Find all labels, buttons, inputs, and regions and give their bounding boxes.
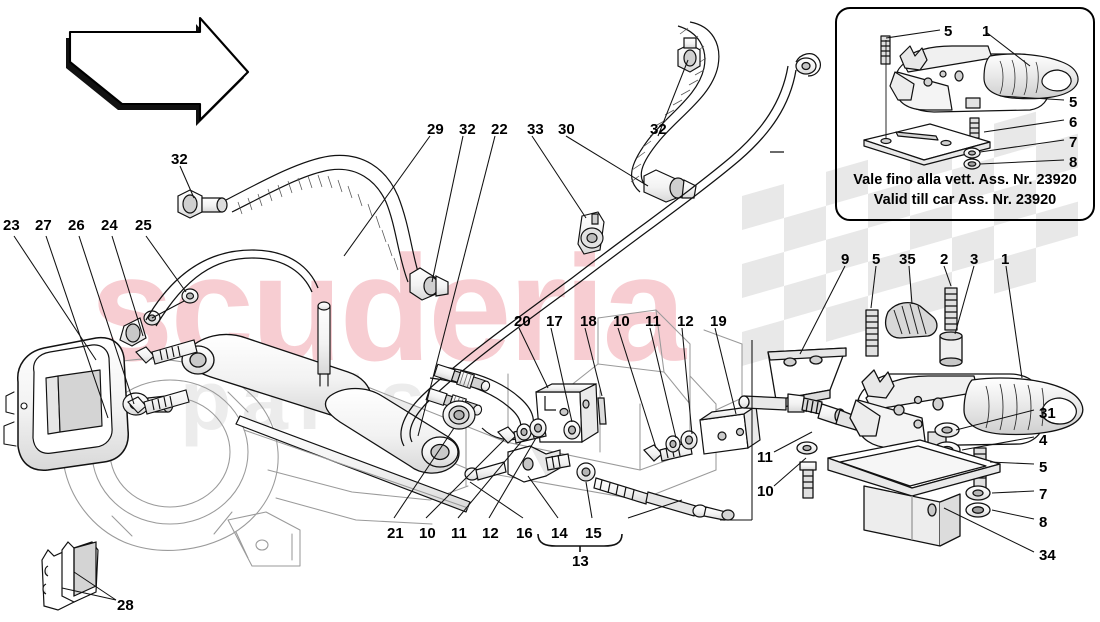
brake-pads-28 bbox=[41, 541, 99, 611]
callout-5-b: 5 bbox=[1039, 459, 1048, 476]
callout-11-c: 11 bbox=[757, 449, 773, 466]
orientation-arrow bbox=[66, 16, 250, 126]
caliper-fasteners bbox=[119, 249, 319, 415]
callout-10-b: 10 bbox=[419, 525, 436, 542]
callout-29: 29 bbox=[427, 121, 444, 138]
callout-22: 22 bbox=[491, 121, 508, 138]
leader-lines bbox=[13, 59, 1035, 601]
callout-12-b: 12 bbox=[482, 525, 499, 542]
callout-4: 4 bbox=[1039, 432, 1048, 449]
callout-20: 20 bbox=[514, 313, 531, 330]
callout-3: 3 bbox=[970, 251, 979, 268]
brake-pipe-long bbox=[400, 53, 821, 447]
inset-label-5b: 5 bbox=[1069, 94, 1078, 111]
brake-hose-upper-right bbox=[630, 21, 720, 203]
callout-9: 9 bbox=[841, 251, 850, 268]
callout-10-c: 10 bbox=[757, 483, 774, 500]
callout-15: 15 bbox=[585, 525, 602, 542]
callout-33: 33 bbox=[527, 121, 544, 138]
callout-14: 14 bbox=[551, 525, 568, 542]
callout-26: 26 bbox=[68, 217, 85, 234]
callout-31: 31 bbox=[1039, 405, 1056, 422]
callout-35: 35 bbox=[899, 251, 916, 268]
pipe-unions bbox=[425, 363, 491, 416]
callout-5-a: 5 bbox=[872, 251, 881, 268]
callout-17: 17 bbox=[546, 313, 563, 330]
callout-32-a: 32 bbox=[459, 121, 476, 138]
callout-12-a: 12 bbox=[677, 313, 694, 330]
inset-label-6: 6 bbox=[1069, 114, 1078, 131]
callout-34: 34 bbox=[1039, 547, 1056, 564]
callout-18: 18 bbox=[580, 313, 597, 330]
callout-16: 16 bbox=[516, 525, 533, 542]
callout-24: 24 bbox=[101, 217, 118, 234]
inset-frame bbox=[835, 7, 1095, 221]
callout-2: 2 bbox=[940, 251, 949, 268]
callout-13-group: 13 bbox=[572, 553, 589, 570]
callout-11-b: 11 bbox=[451, 525, 467, 542]
inset-label-7: 7 bbox=[1069, 134, 1078, 151]
callout-10-a: 10 bbox=[613, 313, 630, 330]
callout-32-topleft: 32 bbox=[171, 151, 188, 168]
brake-hose-upper-left bbox=[177, 154, 449, 301]
watermark-checkered-flag bbox=[742, 111, 1078, 366]
callout-1-main: 1 bbox=[1001, 251, 1010, 268]
callout-23: 23 bbox=[3, 217, 20, 234]
hose-clip-33 bbox=[577, 211, 605, 255]
handbrake-lever-assembly bbox=[738, 287, 1084, 547]
callout-25: 25 bbox=[135, 217, 152, 234]
rear-suspension-assembly bbox=[3, 301, 743, 567]
inset-caption-line1: Vale fino alla vett. Ass. Nr. 23920 bbox=[853, 172, 1077, 188]
callout-28: 28 bbox=[117, 597, 134, 614]
center-linkage-cluster bbox=[442, 383, 761, 521]
inset-handbrake-assembly bbox=[863, 35, 1079, 170]
callout-30: 30 bbox=[558, 121, 575, 138]
callout-21: 21 bbox=[387, 525, 404, 542]
callout-11-a: 11 bbox=[645, 313, 661, 330]
inset-label-5a: 5 bbox=[944, 23, 953, 40]
callout-7: 7 bbox=[1039, 486, 1048, 503]
callout-27: 27 bbox=[35, 217, 52, 234]
callout-8: 8 bbox=[1039, 514, 1048, 531]
inset-caption-line2: Valid till car Ass. Nr. 23920 bbox=[873, 192, 1057, 208]
inset-leader-lines bbox=[885, 29, 1065, 165]
inset-label-8: 8 bbox=[1069, 154, 1078, 171]
callout-19: 19 bbox=[710, 313, 727, 330]
inset-label-1: 1 bbox=[982, 23, 991, 40]
callout-32-b: 32 bbox=[650, 121, 667, 138]
